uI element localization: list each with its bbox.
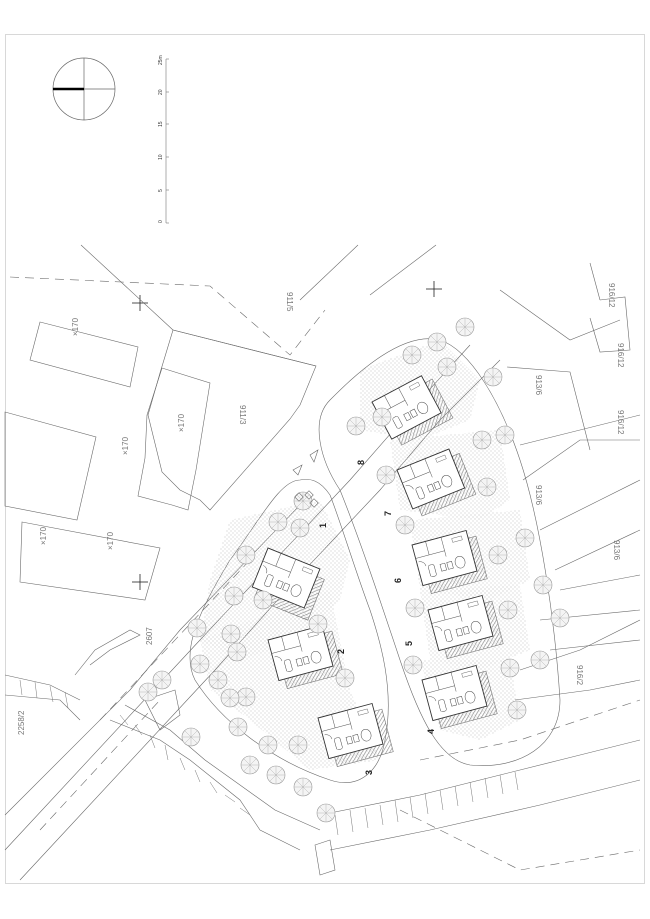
parcel-label-913-6b: 913/6: [534, 485, 543, 506]
scale-tick-0: 0: [158, 220, 164, 223]
scale-tick-5: 5: [158, 189, 164, 192]
parcel-label-911-3: 911/3: [238, 405, 247, 425]
scale-tick-10: 10: [158, 154, 164, 160]
scale-tick-15: 15: [158, 121, 164, 127]
parking-road: [319, 699, 641, 871]
parcel-label-911-5: 911/5: [285, 292, 294, 312]
road-label-2607: 2607: [145, 627, 154, 645]
elevation-label: ×170: [121, 436, 130, 455]
scale-tick-20: 20: [158, 89, 164, 95]
scale-bar: 0 5 10 15 20 25m: [158, 55, 169, 224]
elevation-label: ×170: [177, 413, 186, 432]
parcel-label-916-12a: 916/12: [607, 283, 616, 308]
parcel-label-916-12c: 916/12: [616, 410, 625, 435]
house-number-6: 6: [393, 578, 403, 583]
house-number-7: 7: [383, 511, 393, 516]
elevation-label: ×170: [71, 317, 80, 336]
existing-buildings: [4, 321, 317, 601]
house-number-3: 3: [364, 770, 374, 775]
parcel-label-916-12b: 916/12: [616, 343, 625, 368]
scale-tick-25: 25m: [158, 55, 164, 65]
house-number-8: 8: [356, 460, 366, 465]
house-number-4: 4: [426, 729, 436, 734]
parcel-label-2258-2: 2258/2: [17, 710, 26, 735]
parcel-label-913-6c: 913/6: [612, 540, 621, 561]
parcel-lines: [9, 244, 641, 701]
elevation-label: ×170: [39, 526, 48, 545]
slope-lines: [4, 629, 336, 876]
house-number-2: 2: [336, 649, 346, 654]
north-arrow-icon: [52, 57, 116, 121]
site-markers: [292, 449, 319, 508]
parcel-label-916-2: 916/2: [575, 665, 584, 686]
survey-cross: [132, 281, 442, 590]
house-number-5: 5: [404, 641, 414, 646]
parcel-label-913-6a: 913/6: [534, 375, 543, 396]
house-number-1: 1: [318, 523, 328, 528]
elevation-label: ×170: [106, 531, 115, 550]
